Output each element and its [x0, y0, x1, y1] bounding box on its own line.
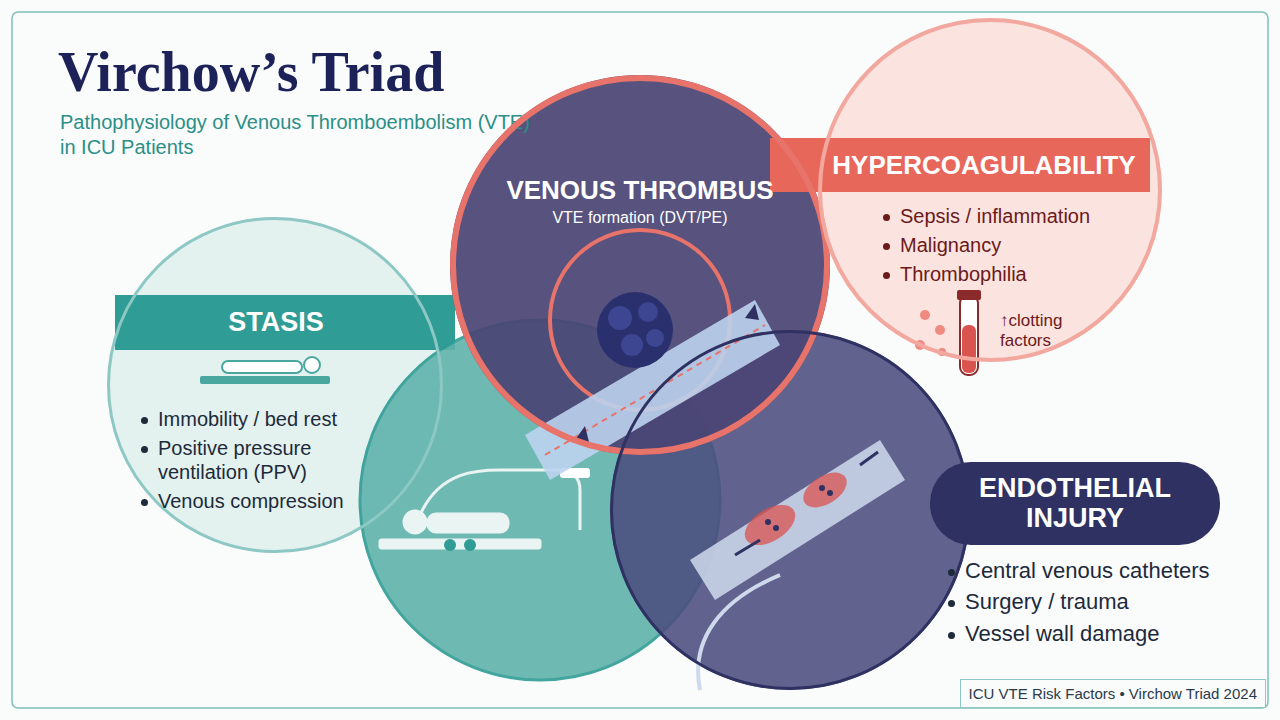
blood-tube-icon — [915, 290, 981, 375]
hypercoag-circle-outline — [820, 20, 1160, 360]
bullet-list: Central venous cathetersSurgery / trauma… — [945, 558, 1235, 652]
node-subtitle: VTE formation (DVT/PE) — [450, 209, 830, 227]
bullet-item: Thrombophilia — [880, 262, 1120, 286]
bullet-item: Vessel wall damage — [945, 621, 1235, 647]
endothelial-pill — [930, 462, 1220, 545]
page-frame — [12, 12, 1268, 708]
stasis-circle-outline — [109, 219, 442, 552]
bullet-item: Surgery / trauma — [945, 589, 1235, 615]
endothelial-circle — [610, 330, 970, 690]
node-heading: HYPERCOAGULABILITY — [818, 138, 1150, 192]
bullet-item: Venous compression — [138, 489, 363, 513]
endothelial-circle-fill — [610, 330, 970, 690]
circle-node: VENOUS THROMBUS VTE formation (DVT/PE) — [450, 75, 830, 455]
bed-rest-icon — [200, 357, 330, 384]
bullet-list: Sepsis / inflammationMalignancyThromboph… — [880, 204, 1120, 291]
bullet-list: Immobility / bed restPositive pressure v… — [138, 407, 363, 518]
node-heading: VENOUS THROMBUS — [450, 173, 830, 207]
circle-node: ENDOTHELIAL INJURYCentral venous cathete… — [610, 330, 970, 690]
thrombus-circle-fill — [450, 75, 830, 455]
node-heading: ENDOTHELIAL INJURY — [930, 462, 1220, 545]
thrombus-circle-outline — [453, 78, 827, 452]
injured-vessel-icon — [690, 440, 905, 690]
bullet-item: Central venous catheters — [945, 558, 1235, 584]
diagram-subtitle: Pathophysiology of Venous Thromboembolis… — [60, 110, 530, 160]
bullet-item: Positive pressure ventilation (PPV) — [138, 436, 363, 484]
diagram-title: Virchow’s Triad — [58, 40, 444, 104]
bullet-item: Malignancy — [880, 233, 1120, 257]
vein-with-clot-icon — [525, 230, 780, 480]
bullet-item: Immobility / bed rest — [138, 407, 363, 431]
stasis-band — [115, 295, 455, 350]
node-heading: STASIS — [115, 295, 437, 350]
bullet-item: Sepsis / inflammation — [880, 204, 1120, 228]
thrombus-circle — [450, 75, 830, 455]
circle-node: STASIS Immobility / bed restPositive pres… — [107, 217, 443, 553]
endothelial-circle-outline — [612, 332, 969, 689]
circle-node: HYPERCOAGULABILITY Sepsis / inflammationM… — [818, 18, 1162, 362]
footer-note: ICU VTE Risk Factors • Virchow Triad 202… — [960, 679, 1266, 708]
stasis-circle-fill — [107, 217, 443, 553]
hypercoag-circle — [818, 18, 1162, 362]
clotting-factors-note: ↑clotting factors — [1000, 311, 1100, 352]
